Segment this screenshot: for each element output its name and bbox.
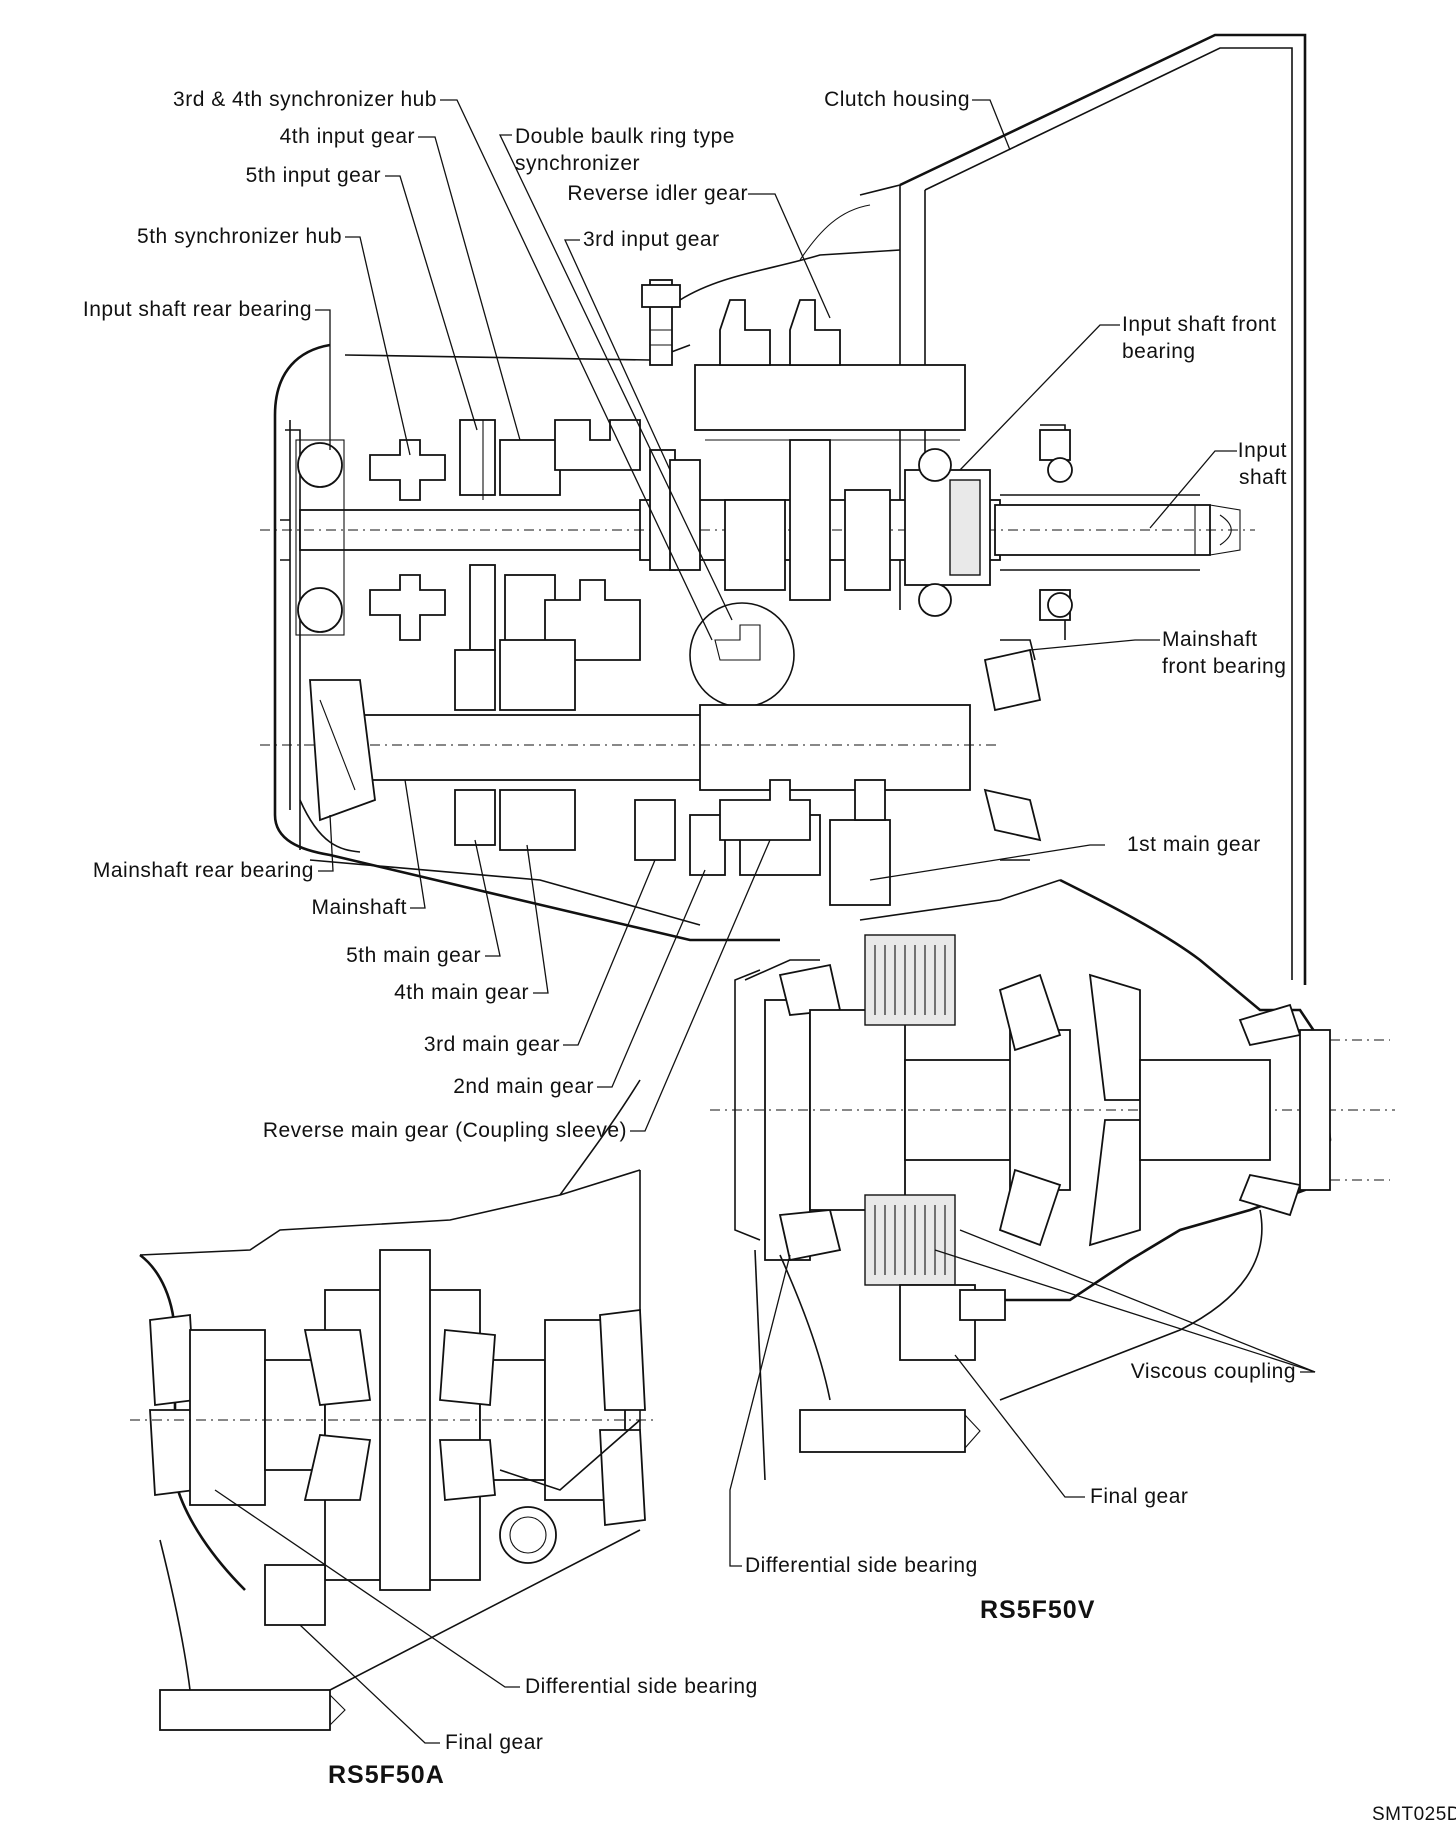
- label-reverse-main-gear: Reverse main gear (Coupling sleeve): [262, 1119, 627, 1142]
- transmission-case: [273, 249, 901, 942]
- label-4th-main-gear: 4th main gear: [394, 981, 529, 1004]
- label-5th-main-gear: 5th main gear: [346, 944, 481, 967]
- label-3rd-main-gear: 3rd main gear: [423, 1033, 560, 1056]
- label-viscous-coupling: Viscous coupling: [1130, 1360, 1296, 1383]
- label-input-shaft-line2: shaft: [1238, 466, 1287, 489]
- label-differential-side-bearing-a: Differential side bearing: [525, 1675, 758, 1698]
- label-final-gear-a: Final gear: [445, 1731, 544, 1754]
- label-mainshaft-front-bearing-line1: Mainshaft: [1162, 628, 1258, 651]
- label-input-shaft-front-bearing-line1: Input shaft front: [1122, 313, 1277, 336]
- rs5f50a-differential: [130, 1079, 655, 1731]
- rs5f50v-differential: [710, 878, 1395, 1481]
- label-double-baulk-ring-line2: synchronizer: [515, 152, 641, 175]
- figure-code: SMT025D: [1372, 1804, 1456, 1825]
- model-label-rs5f50a: RS5F50A: [328, 1761, 445, 1789]
- label-differential-side-bearing-v: Differential side bearing: [745, 1554, 978, 1577]
- label-3rd-4th-synchronizer-hub: 3rd & 4th synchronizer hub: [173, 88, 437, 111]
- label-input-shaft-rear-bearing: Input shaft rear bearing: [82, 298, 312, 321]
- label-input-shaft-front-bearing-line2: bearing: [1122, 340, 1196, 363]
- label-final-gear-v: Final gear: [1090, 1485, 1189, 1508]
- label-5th-synchronizer-hub: 5th synchronizer hub: [137, 225, 342, 248]
- label-mainshaft-rear-bearing: Mainshaft rear bearing: [92, 859, 314, 882]
- label-4th-input-gear: 4th input gear: [279, 125, 415, 148]
- mainshaft-assembly: [260, 639, 1042, 906]
- leader-lines: [214, 99, 1316, 1744]
- label-mainshaft: Mainshaft: [311, 896, 407, 919]
- label-clutch-housing: Clutch housing: [824, 88, 970, 111]
- label-mainshaft-front-bearing-line2: front bearing: [1162, 655, 1287, 678]
- model-label-rs5f50v: RS5F50V: [980, 1596, 1096, 1624]
- label-input-shaft-line1: Input: [1237, 439, 1287, 462]
- label-2nd-main-gear: 2nd main gear: [453, 1075, 594, 1098]
- label-3rd-input-gear: 3rd input gear: [583, 228, 720, 251]
- label-5th-input-gear: 5th input gear: [245, 164, 381, 187]
- label-1st-main-gear: 1st main gear: [1127, 833, 1261, 856]
- clutch-housing-outline: [799, 33, 1307, 985]
- upper-gear-cluster: [369, 299, 966, 708]
- label-double-baulk-ring-line1: Double baulk ring type: [515, 125, 735, 148]
- label-reverse-idler-gear: Reverse idler gear: [567, 182, 748, 205]
